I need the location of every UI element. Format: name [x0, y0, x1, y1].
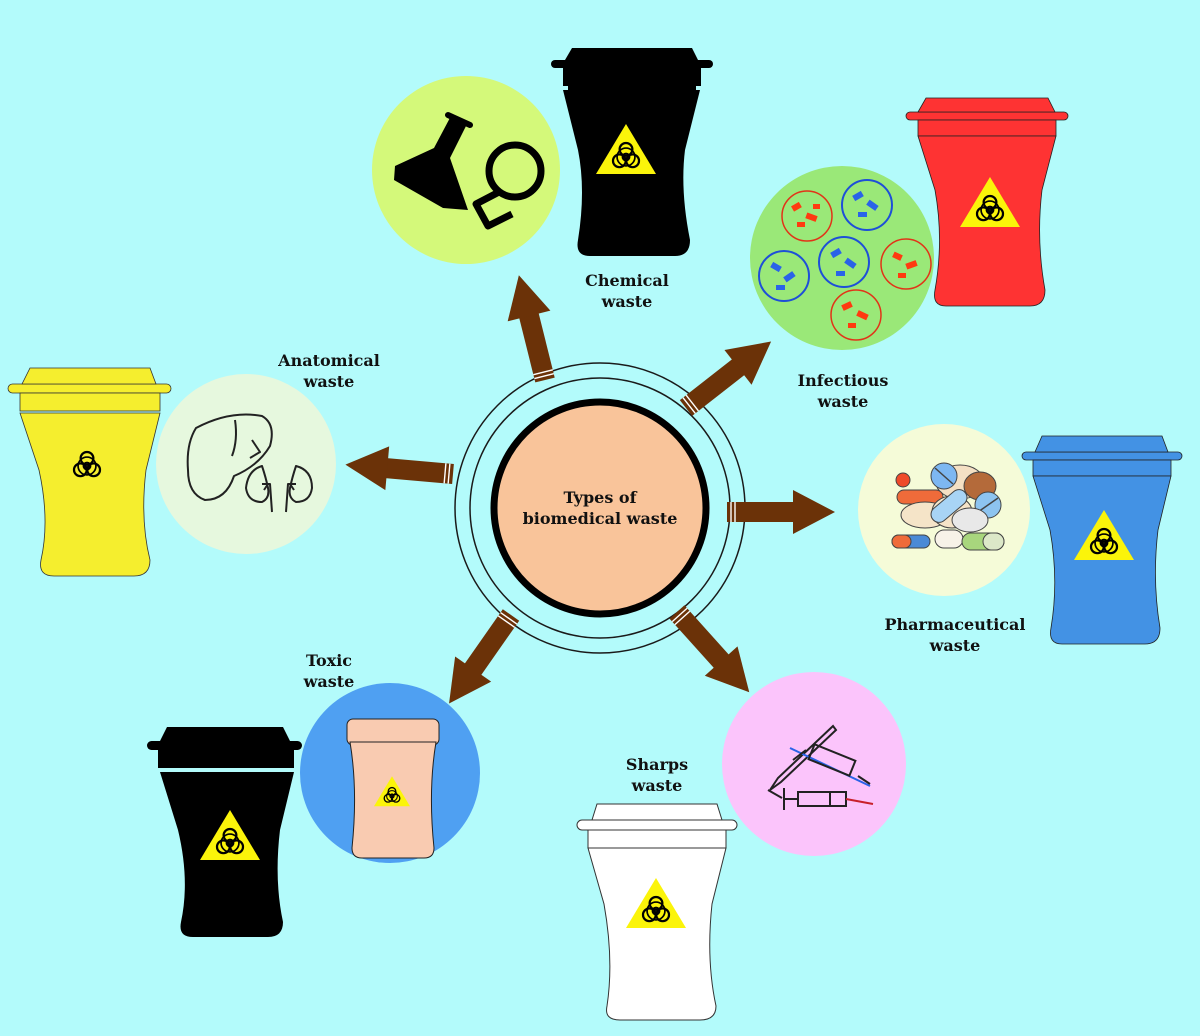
toxic-bin	[147, 727, 302, 937]
anatomical-circle	[156, 374, 336, 554]
toxic-group	[147, 683, 480, 937]
label-anatomical: Anatomical waste	[278, 350, 380, 392]
arrow-anatomical	[342, 441, 456, 497]
arrow-chemical	[496, 269, 568, 387]
label-infectious: Infectious waste	[798, 370, 889, 412]
label-toxic-line1: Toxic	[305, 651, 353, 670]
label-anatomical-line2: waste	[303, 372, 355, 391]
label-chemical: Chemical waste	[585, 270, 669, 312]
infectious-bin	[905, 97, 1069, 307]
label-sharps: Sharps waste	[626, 754, 688, 796]
center-label-line2: biomedical waste	[522, 509, 678, 528]
center-disc	[490, 398, 710, 618]
chemical-bin	[551, 48, 713, 256]
label-anatomical-line1: Anatomical	[278, 351, 380, 370]
center-label: Types of biomedical waste	[502, 487, 698, 529]
sharps-circle	[722, 672, 906, 856]
label-toxic: Toxic waste	[304, 650, 355, 692]
label-sharps-line2: waste	[631, 776, 683, 795]
label-infectious-line1: Infectious	[797, 371, 889, 390]
label-sharps-line1: Sharps	[625, 755, 689, 774]
infectious-group	[750, 97, 1069, 350]
petri-dish-icon	[758, 179, 932, 341]
flask-icon	[394, 112, 545, 230]
sharps-group	[576, 672, 906, 1021]
label-toxic-line2: waste	[303, 672, 355, 691]
label-pharmaceutical-line2: waste	[929, 636, 981, 655]
center-label-line1: Types of	[563, 488, 637, 507]
label-pharmaceutical: Pharmaceutical waste	[885, 614, 1026, 656]
anatomical-bin	[7, 367, 172, 577]
container-icon	[346, 718, 440, 859]
infectious-circle	[750, 166, 934, 350]
pharmaceutical-group	[858, 424, 1183, 645]
arrow-sharps	[659, 596, 767, 708]
arrow-toxic	[430, 601, 530, 717]
arrow-infectious	[671, 323, 786, 427]
syringe-icon	[767, 724, 874, 810]
sharps-bin	[576, 803, 738, 1021]
anatomical-group	[7, 367, 336, 577]
label-pharmaceutical-line1: Pharmaceutical	[884, 615, 1026, 634]
label-chemical-line1: Chemical	[585, 271, 669, 290]
label-infectious-line2: waste	[817, 392, 869, 411]
label-chemical-line2: waste	[601, 292, 653, 311]
pills-icon	[891, 462, 1005, 551]
chemical-group	[372, 48, 713, 264]
organs-icon	[186, 413, 313, 513]
pharmaceutical-bin	[1021, 435, 1183, 645]
